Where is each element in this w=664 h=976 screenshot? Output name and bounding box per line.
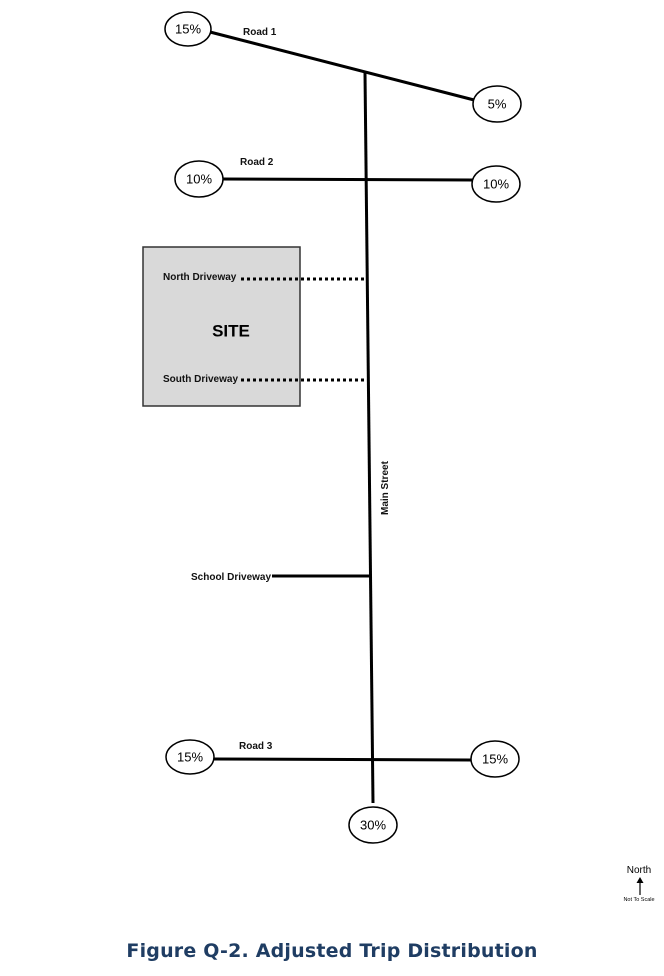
road1-label: Road 1 <box>243 27 277 38</box>
south-driveway-label: South Driveway <box>163 374 238 385</box>
pct-road1-west: 15% <box>164 11 212 47</box>
road3-line <box>213 757 472 762</box>
pct-road2-west: 10% <box>174 160 224 198</box>
road1-line <box>209 30 479 103</box>
pct-road3-west-text: 15% <box>177 750 203 765</box>
main-street-label: Main Street <box>380 460 391 515</box>
pct-road2-east-text: 10% <box>483 177 509 192</box>
road2-label: Road 2 <box>240 157 274 168</box>
pct-road2-west-text: 10% <box>186 172 212 187</box>
figure-caption: Figure Q-2. Adjusted Trip Distribution <box>126 940 538 962</box>
north-arrow: North Not To Scale <box>623 865 654 903</box>
north-label: North <box>627 865 651 876</box>
pct-road3-east-text: 15% <box>482 752 508 767</box>
north-driveway-label: North Driveway <box>163 272 237 283</box>
pct-road2-east: 10% <box>471 165 521 203</box>
road3-label: Road 3 <box>239 741 273 752</box>
pct-road3-east: 15% <box>470 740 520 778</box>
pct-road1-east: 5% <box>472 85 522 123</box>
pct-road1-west-text: 15% <box>175 22 201 37</box>
pct-main-south: 30% <box>348 806 398 844</box>
pct-main-south-text: 30% <box>360 818 386 833</box>
north-arrowhead-icon <box>636 877 644 883</box>
pct-road3-west: 15% <box>165 739 215 775</box>
main-street-line <box>363 72 375 804</box>
pct-road1-east-text: 5% <box>488 97 507 112</box>
not-to-scale-label: Not To Scale <box>623 897 654 903</box>
site-label: SITE <box>212 322 250 341</box>
road2-line <box>221 177 474 182</box>
school-driveway-label: School Driveway <box>191 572 271 583</box>
